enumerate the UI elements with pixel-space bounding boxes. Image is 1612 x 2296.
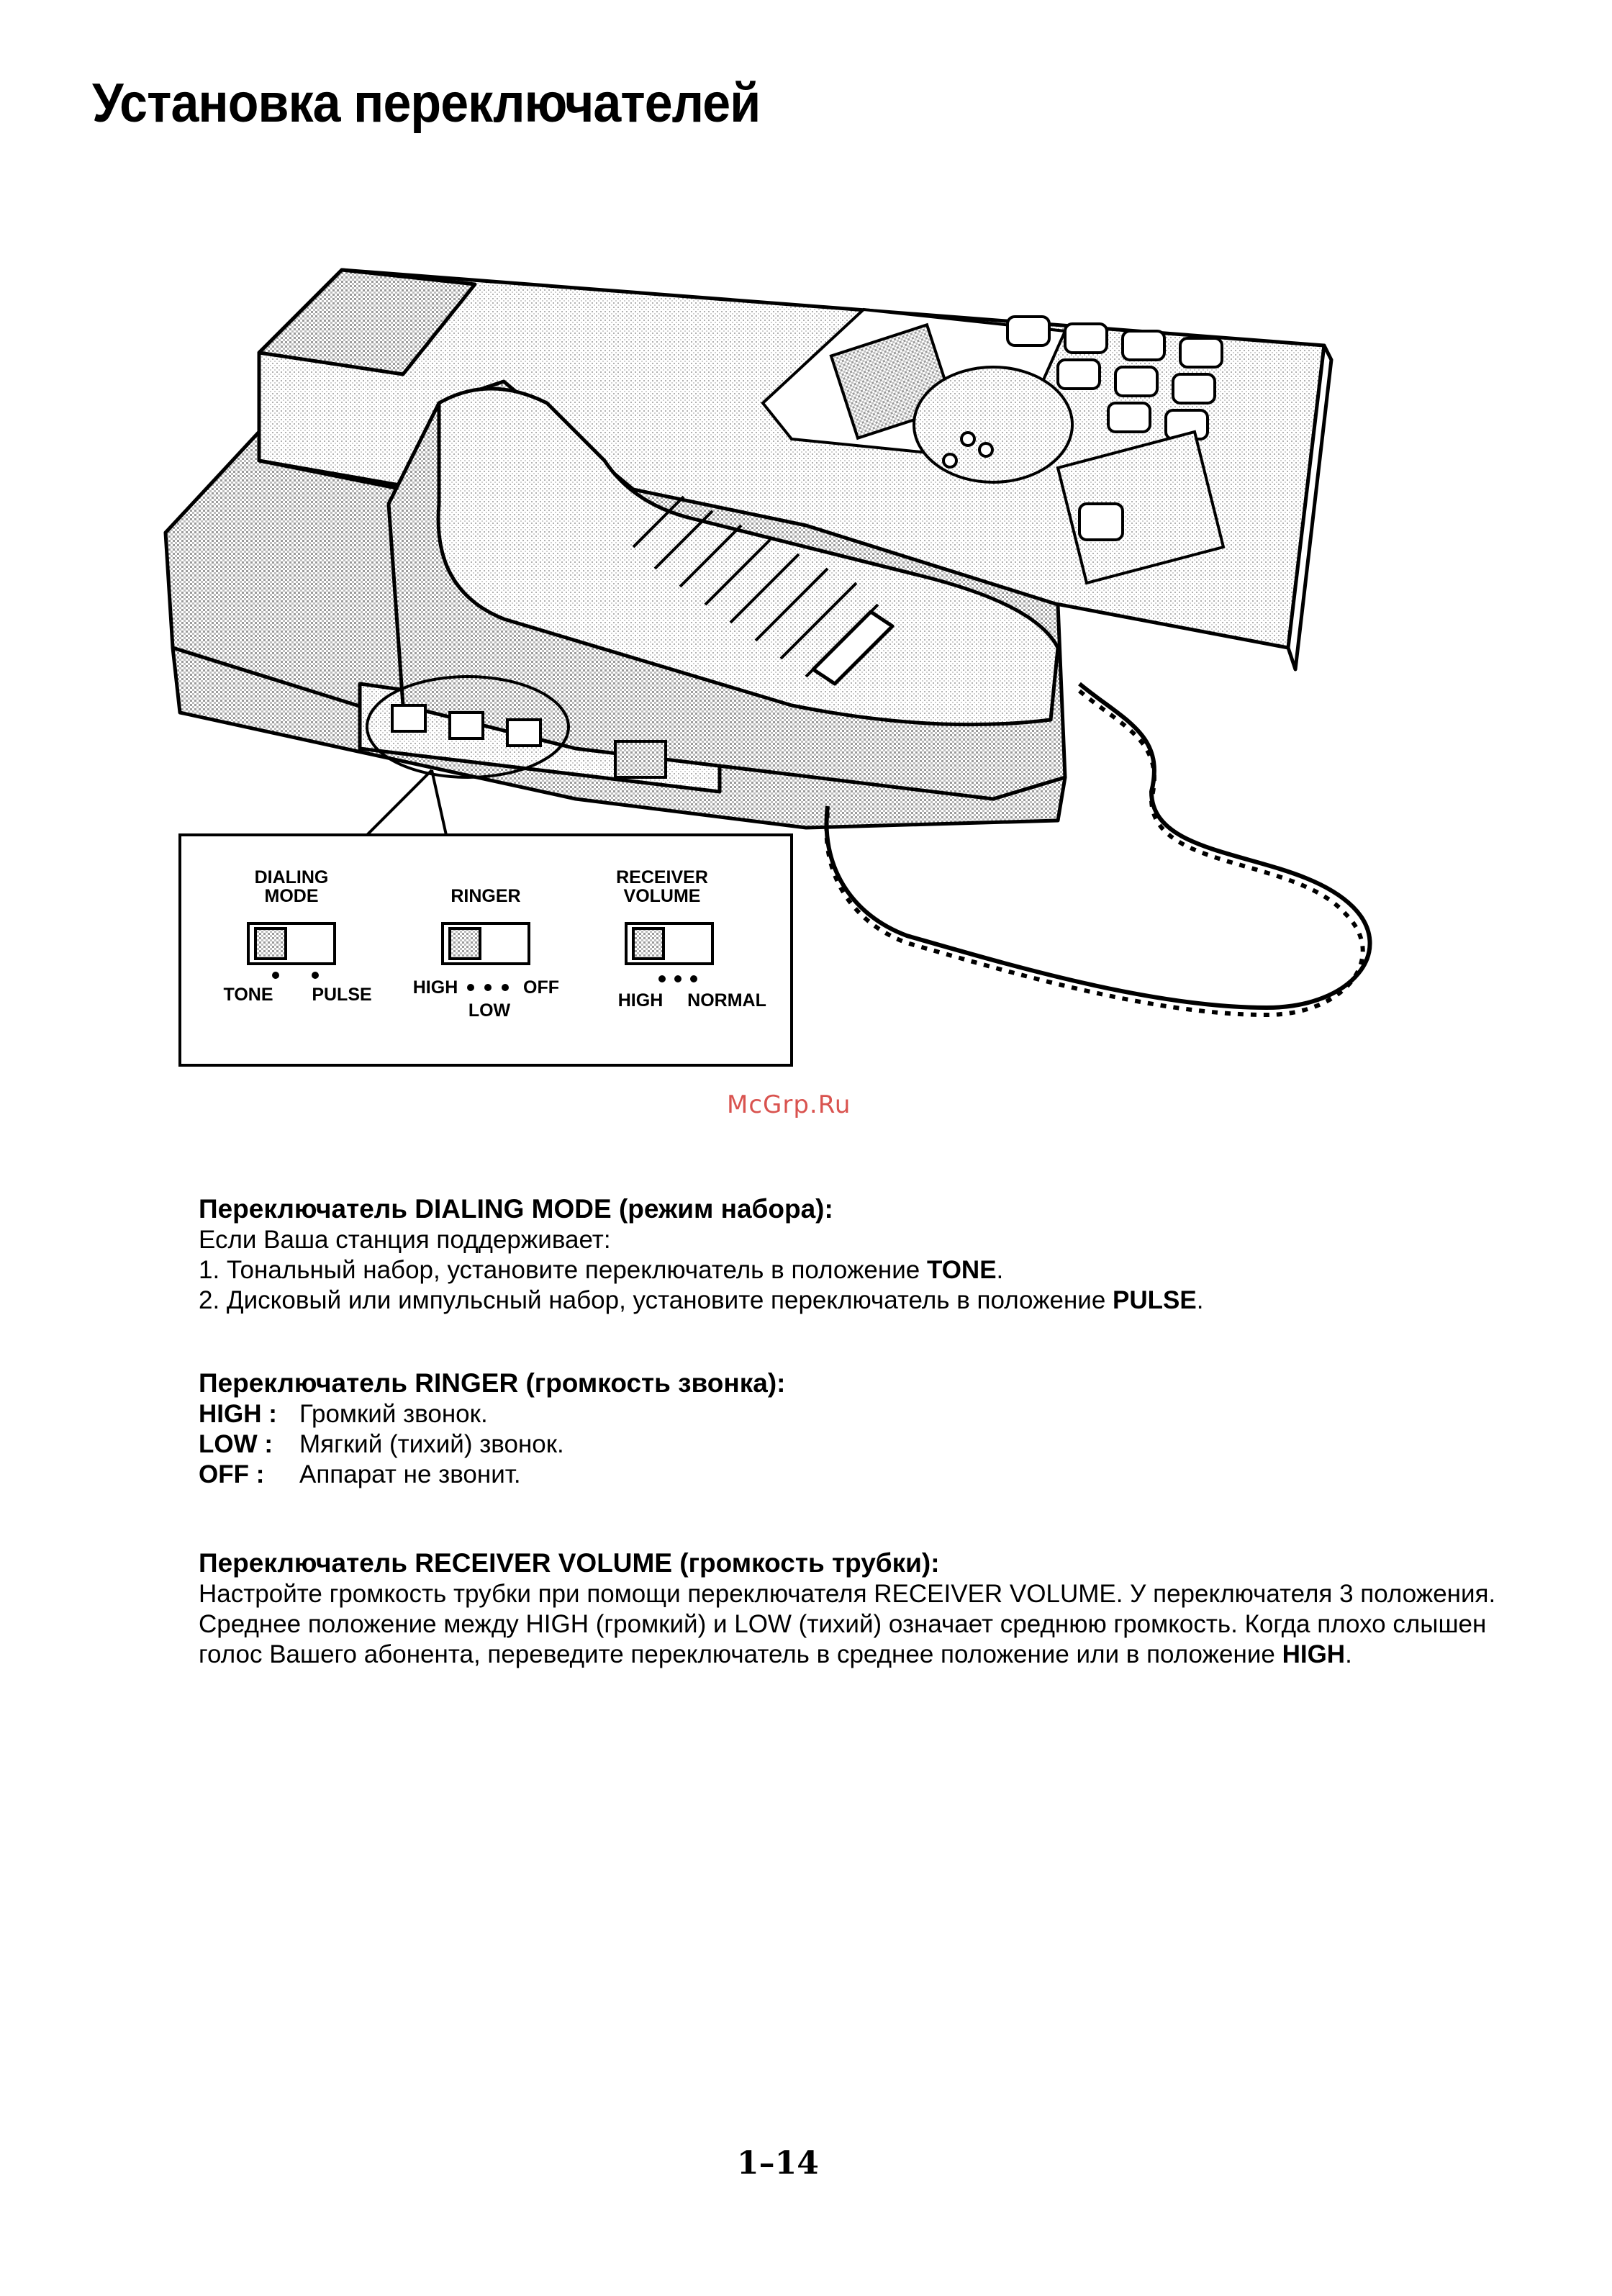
coiled-cord: [824, 682, 1372, 1018]
handset: [386, 379, 1067, 801]
control-panel: [761, 307, 1226, 585]
dialing-mode-section: Переключатель DIALING MODE (режим набора…: [199, 1193, 1494, 1316]
ringer-section: Переключатель RINGER (громкость звонка):…: [199, 1368, 1494, 1490]
dialing-mode-item-2: 2. Дисковый или импульсный набор, устано…: [199, 1286, 1204, 1314]
ringer-off-label: OFF: [523, 977, 559, 998]
ringer-label: RINGER: [450, 886, 520, 906]
dialing-mode-title: Переключатель DIALING MODE (режим набора…: [199, 1194, 833, 1224]
receiver-volume-line-1: Настройте громкость трубки при помощи пе…: [199, 1580, 1496, 1608]
dialing-mode-switch: [247, 922, 336, 979]
callout-lines: [366, 769, 448, 836]
switch-panel-inset: DIALING MODE RINGER RECEIVER VOLUME TONE…: [178, 833, 793, 1067]
ringer-high-label: HIGH: [413, 977, 458, 998]
ringer-row-high: HIGH :Громкий звонок.: [199, 1400, 488, 1428]
receiver-volume-line-3: голос Вашего абонента, переведите перекл…: [199, 1640, 1352, 1668]
receiver-volume-label-2: VOLUME: [624, 886, 701, 906]
ringer-switch: [441, 922, 530, 991]
dialing-mode-intro: Если Ваша станция поддерживает:: [199, 1226, 611, 1254]
page-number: 1–14: [737, 2145, 819, 2182]
ringer-row-off: OFF :Аппарат не звонит.: [199, 1460, 521, 1488]
ringer-low-label: LOW: [468, 1000, 511, 1021]
ringer-title: Переключатель RINGER (громкость звонка):: [199, 1368, 786, 1398]
dialing-mode-label-1: DIALING: [255, 867, 329, 887]
receiver-volume-line-2: Среднее положение между HIGH (громкий) и…: [199, 1610, 1487, 1638]
dialing-mode-item-1: 1. Тональный набор, установите переключа…: [199, 1256, 1004, 1284]
telephone-illustration: DIALING MODE RINGER RECEIVER VOLUME TONE…: [163, 268, 1372, 1067]
ringer-row-low: LOW :Мягкий (тихий) звонок.: [199, 1430, 564, 1458]
receiver-volume-switch: [625, 922, 714, 982]
receiver-volume-label-1: RECEIVER: [616, 867, 708, 887]
page-title: Установка переключателей: [92, 73, 761, 134]
watermark: McGrp.Ru: [727, 1090, 851, 1119]
body-switches: [366, 675, 667, 779]
dialing-mode-pulse-label: PULSE: [312, 985, 371, 1005]
receiver-volume-high-label: HIGH: [618, 990, 664, 1011]
receiver-volume-section: Переключатель RECEIVER VOLUME (громкость…: [199, 1547, 1566, 1670]
dialing-mode-tone-label: TONE: [224, 985, 273, 1005]
receiver-volume-normal-label: NORMAL: [687, 990, 766, 1011]
dialing-mode-label-2: MODE: [265, 886, 319, 906]
receiver-volume-title: Переключатель RECEIVER VOLUME (громкость…: [199, 1548, 940, 1578]
